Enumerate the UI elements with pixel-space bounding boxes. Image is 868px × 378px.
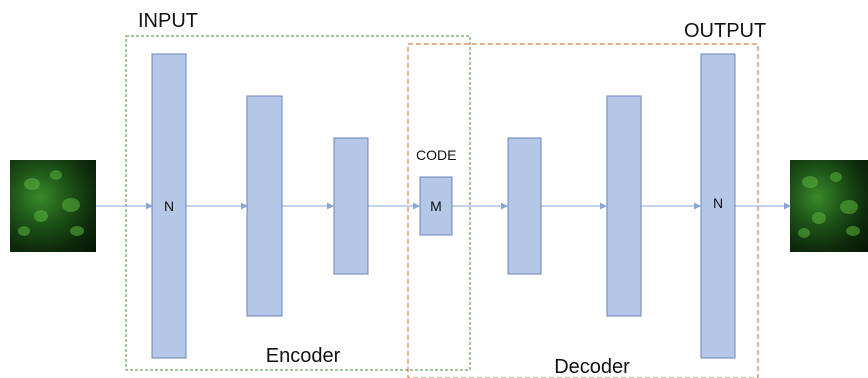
code-layer-label: M [430, 198, 442, 214]
output-layer-label: N [713, 195, 723, 211]
input-layer [151, 53, 187, 359]
decoder-hidden-layer-1 [507, 137, 542, 275]
decoder-label: Decoder [554, 356, 630, 378]
encoder-label: Encoder [266, 345, 341, 367]
input-heading: INPUT [138, 10, 198, 32]
input-layer-label: N [164, 198, 174, 214]
output-cell-image [790, 160, 868, 252]
encoder-region [125, 35, 471, 371]
decoder-hidden-layer-2 [606, 95, 642, 317]
code-layer [419, 176, 453, 236]
input-cell-image [10, 160, 96, 252]
decoder-region [407, 43, 759, 378]
encoder-hidden-layer-1 [246, 95, 283, 317]
code-heading: CODE [416, 147, 456, 163]
output-layer [700, 53, 736, 359]
encoder-hidden-layer-2 [333, 137, 369, 275]
output-heading: OUTPUT [684, 20, 766, 42]
